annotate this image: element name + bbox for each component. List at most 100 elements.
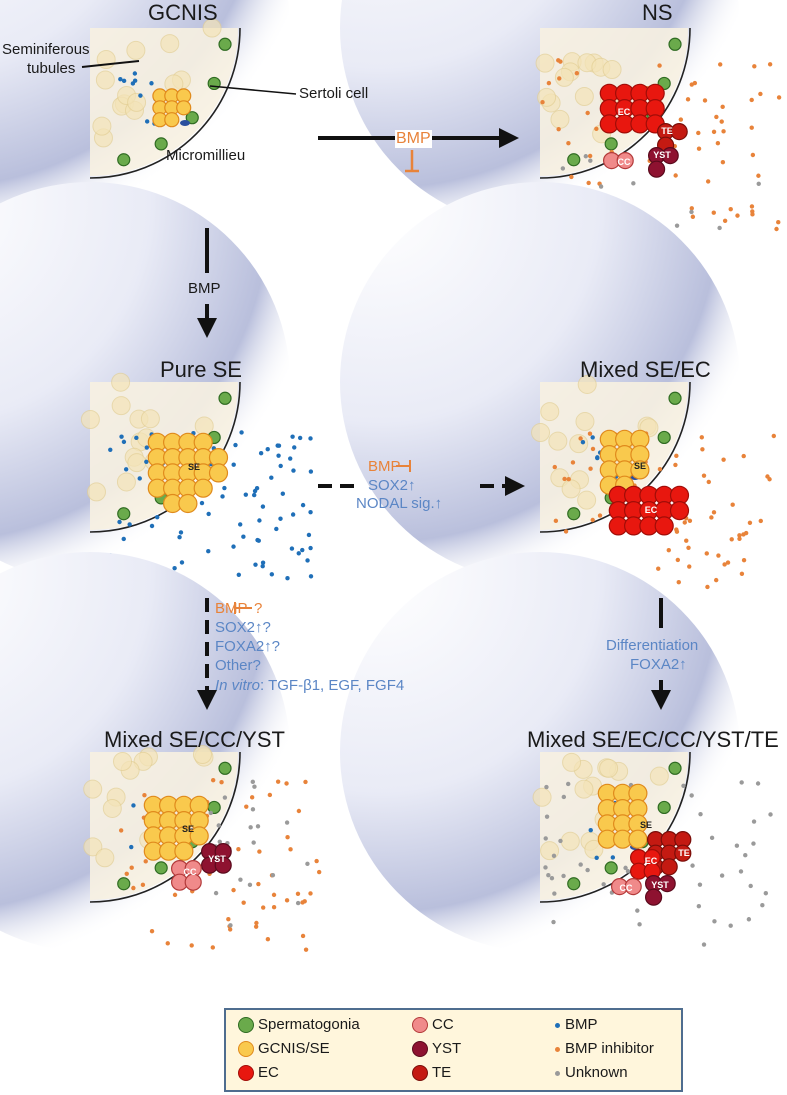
mixed-se-cc-yst-spermatogonium xyxy=(218,761,232,775)
bmp-signal xyxy=(121,536,126,542)
unknown-signal xyxy=(674,223,680,228)
unknown-signal xyxy=(583,154,589,159)
unknown-signal xyxy=(284,820,290,825)
mixed-se-ec-lumen-cell xyxy=(540,402,560,422)
bmp-inhibitor-signal xyxy=(706,479,711,485)
bmp-inhibitor-signal xyxy=(656,566,661,571)
in-vitro-italic: In vitro xyxy=(215,677,261,694)
pure-se-label: SE xyxy=(188,462,200,472)
unknown-signal xyxy=(565,781,571,787)
bmp-signal xyxy=(291,468,296,473)
mixed-se-cc-yst-lumen-cell xyxy=(102,798,122,818)
bmp-signal xyxy=(236,572,242,577)
bmp-inhibitor-signal xyxy=(728,206,733,212)
bmp-inhibitor-signal xyxy=(702,98,708,103)
bmp-signal xyxy=(222,485,227,491)
bmp-signal xyxy=(132,78,138,83)
bmp-signal xyxy=(265,447,270,452)
legend-label-3: CC xyxy=(432,1016,454,1033)
bmp-signal xyxy=(179,560,185,565)
bmp-inhibitor-signal xyxy=(739,571,745,576)
bmp-signal xyxy=(108,447,113,452)
bmp-signal xyxy=(123,467,129,472)
bmp-inhibitor-signal xyxy=(674,453,679,459)
bmp-signal xyxy=(278,516,283,521)
bmp-inhibitor-signal xyxy=(578,436,583,441)
in-vitro-rest: : TGF-β1, EGF, FGF4 xyxy=(260,677,405,694)
bmp-inhibitor-signal xyxy=(705,179,711,184)
bmp-inhibitor-signal xyxy=(590,446,596,452)
unknown-signal xyxy=(598,184,604,189)
te-cell xyxy=(660,858,678,876)
unknown-signal xyxy=(216,823,221,828)
bmp-inhibitor-signal xyxy=(149,928,155,934)
bmp-inhibitor-signal xyxy=(673,462,678,468)
bmp-inhibitor-signal xyxy=(267,792,273,798)
bmp-signal xyxy=(117,519,122,525)
gcnis-lumen-cell xyxy=(126,40,146,60)
bmp-signal xyxy=(260,563,265,569)
unknown-signal xyxy=(709,835,715,841)
se-cell xyxy=(193,478,213,498)
unknown-signal xyxy=(270,872,276,878)
unknown-signal xyxy=(728,923,733,928)
mixed-se-cc-yst-lumen-cell xyxy=(192,745,212,765)
pure-se-lumen-cell xyxy=(116,472,136,492)
unknown-signal xyxy=(719,873,725,878)
mixed-all-lumen-cell xyxy=(560,831,580,851)
bmp-inhibitor-signal xyxy=(767,477,772,482)
pure-se-lumen-cell xyxy=(127,453,147,473)
unknown-signal xyxy=(305,861,310,867)
bmp-signal xyxy=(580,439,586,445)
yst-cell xyxy=(658,874,676,893)
bmp-inhibitor-signal xyxy=(676,579,681,585)
bmp-signal xyxy=(231,462,236,467)
bmp-signal xyxy=(119,434,124,439)
bmp-inhibitor-signal xyxy=(758,518,763,524)
legend-label-6: BMP xyxy=(565,1016,598,1033)
bmp-inhibitor-signal xyxy=(767,62,773,67)
gcnis-title: GCNIS xyxy=(148,0,218,25)
bmp-inhibitor-signal xyxy=(749,204,755,209)
bmp-signal xyxy=(233,442,238,448)
unknown-signal xyxy=(760,903,765,908)
bmp-inhibitor-signal xyxy=(700,447,705,452)
bmp-inhibitor-signal xyxy=(558,59,563,64)
mixed-se-cc-yst-lumen-cell xyxy=(83,837,103,857)
bmp-inhibitor-signal xyxy=(682,520,687,525)
mixed-all-title: Mixed SE/EC/CC/YST/TE xyxy=(527,727,779,752)
unknown-signal xyxy=(543,865,548,870)
bmp-inhibitor-signal xyxy=(678,117,684,122)
tubules-label: tubules xyxy=(27,60,76,77)
bmp-signal xyxy=(308,545,313,551)
bmp-signal xyxy=(137,476,142,481)
bmp-inhibitor-signal xyxy=(722,562,727,567)
bmp-inhibitor-signal xyxy=(594,126,599,132)
ns-te-label: TE xyxy=(661,126,673,136)
left-lower-label-5: In vitro: TGF-β1, EGF, FGF4 xyxy=(215,677,404,694)
mixed-all-lumen-cell xyxy=(649,766,669,786)
bmp-inhibitor-signal xyxy=(574,71,580,76)
legend-swatch-0 xyxy=(238,1017,254,1033)
bmp-signal xyxy=(257,518,262,523)
legend-swatch-3 xyxy=(412,1017,428,1033)
bmp-inhibitor-signal xyxy=(685,97,691,102)
bmp-signal xyxy=(296,551,301,556)
bmp-inhibitor-signal xyxy=(566,140,571,146)
bmp-inhibitor-signal xyxy=(257,849,262,854)
unknown-signal xyxy=(551,919,556,925)
bmp-signal xyxy=(144,119,150,124)
unknown-signal xyxy=(250,779,256,785)
bmp-inhibitor-signal xyxy=(737,536,742,541)
bmp-inhibitor-signal xyxy=(687,564,692,569)
bmp-signal xyxy=(239,430,244,435)
bmp-inhibitor-signal xyxy=(562,476,567,482)
mixed-se-cc-yst-spermatogonium xyxy=(117,877,131,891)
unknown-signal xyxy=(701,942,707,947)
bmp-signal xyxy=(274,526,279,532)
bmp-signal xyxy=(594,855,599,860)
unknown-signal xyxy=(681,783,686,788)
bmp-inhibitor-signal xyxy=(699,435,705,440)
bmp-inhibitor-signal xyxy=(690,214,696,219)
gcnis-spermatogonium xyxy=(218,37,232,51)
